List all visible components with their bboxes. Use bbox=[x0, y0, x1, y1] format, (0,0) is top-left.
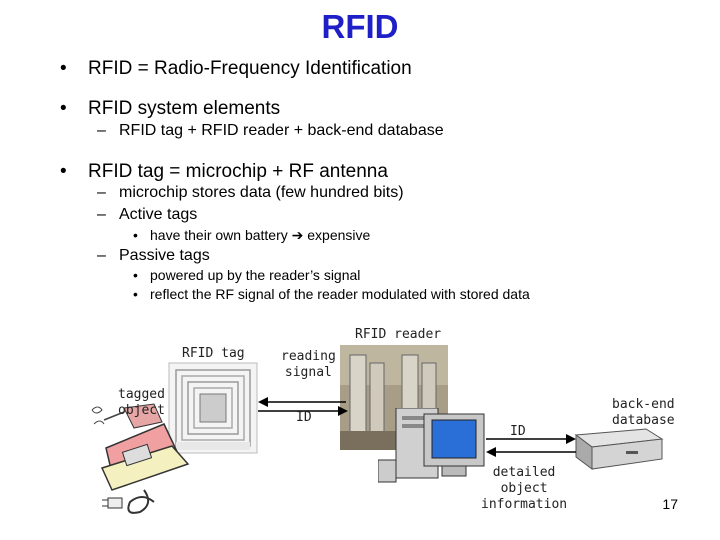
bullet-dash: – bbox=[97, 206, 106, 223]
bullet-definition: • RFID = Radio-Frequency Identification bbox=[60, 58, 412, 80]
backend-database-label: back-end database bbox=[612, 397, 675, 429]
rfid-tag-illustration bbox=[168, 362, 258, 454]
bullet-text: reflect the RF signal of the reader modu… bbox=[150, 286, 530, 302]
sub-bullet-active-tags: –Active tags bbox=[97, 206, 197, 224]
bullet-dot: • bbox=[60, 161, 67, 182]
bullet-dot: • bbox=[60, 98, 67, 119]
bullet-dot: • bbox=[133, 227, 138, 243]
label-line: information bbox=[481, 497, 568, 512]
sub-bullet-elements: –RFID tag + RFID reader + back-end datab… bbox=[97, 122, 444, 140]
label-line: signal bbox=[284, 365, 332, 380]
bullet-text: RFID tag + RFID reader + back-end databa… bbox=[119, 122, 444, 139]
bullet-dot: • bbox=[60, 58, 67, 79]
bullet-text: RFID system elements bbox=[88, 98, 281, 119]
id-to-database-arrow bbox=[486, 434, 576, 444]
computer-illustration bbox=[378, 408, 485, 483]
id-label-right: ID bbox=[510, 424, 526, 439]
id-label-left: ID bbox=[296, 410, 312, 425]
info-back-arrow bbox=[486, 447, 576, 457]
bullet-text: microchip stores data (few hundred bits) bbox=[119, 184, 404, 201]
database-server-illustration bbox=[574, 428, 664, 470]
label-line: detailed bbox=[492, 465, 556, 480]
iron-illustration bbox=[91, 403, 190, 514]
bullet-text: RFID = Radio-Frequency Identification bbox=[88, 58, 412, 79]
label-line: tagged bbox=[118, 387, 165, 402]
sub-bullet-microchip: –microchip stores data (few hundred bits… bbox=[97, 184, 404, 202]
sub-sub-bullet-battery: • have their own battery ➔ expensive bbox=[133, 227, 370, 244]
sub-sub-bullet-powered: • powered up by the reader’s signal bbox=[133, 267, 360, 283]
bullet-text: powered up by the reader’s signal bbox=[150, 267, 361, 283]
label-line: database bbox=[612, 413, 675, 428]
rfid-tag-label: RFID tag bbox=[182, 346, 245, 361]
bullet-rfid-tag: • RFID tag = microchip + RF antenna bbox=[60, 161, 388, 183]
sub-bullet-passive-tags: –Passive tags bbox=[97, 247, 210, 265]
bullet-text: Active tags bbox=[119, 206, 198, 223]
page-title: RFID bbox=[321, 8, 399, 45]
label-line: object bbox=[118, 403, 165, 418]
bullet-dash: – bbox=[97, 122, 106, 139]
label-line: reading bbox=[281, 349, 336, 364]
arrow-right-icon: ➔ bbox=[291, 227, 304, 243]
tagged-object-label: tagged object bbox=[118, 387, 165, 419]
bullet-dash: – bbox=[97, 184, 106, 201]
bullet-text: RFID tag = microchip + RF antenna bbox=[88, 161, 388, 182]
bullet-system-elements: • RFID system elements bbox=[60, 98, 280, 120]
bullet-text: Passive tags bbox=[119, 247, 210, 264]
page-number: 17 bbox=[662, 496, 678, 512]
label-line: back-end bbox=[612, 397, 675, 412]
bullet-dash: – bbox=[97, 247, 106, 264]
bullet-dot: • bbox=[133, 267, 138, 283]
reading-signal-arrow bbox=[258, 397, 346, 407]
bullet-text: have their own battery bbox=[150, 227, 288, 243]
label-line: object bbox=[500, 481, 548, 496]
sub-sub-bullet-reflect: • reflect the RF signal of the reader mod… bbox=[133, 286, 530, 302]
id-arrow bbox=[258, 406, 348, 416]
bullet-text: expensive bbox=[307, 227, 371, 243]
bullet-dot: • bbox=[133, 286, 138, 302]
detailed-info-label: detailed object information bbox=[481, 465, 567, 513]
reading-signal-label: reading signal bbox=[281, 349, 336, 381]
rfid-reader-label: RFID reader bbox=[355, 327, 442, 342]
